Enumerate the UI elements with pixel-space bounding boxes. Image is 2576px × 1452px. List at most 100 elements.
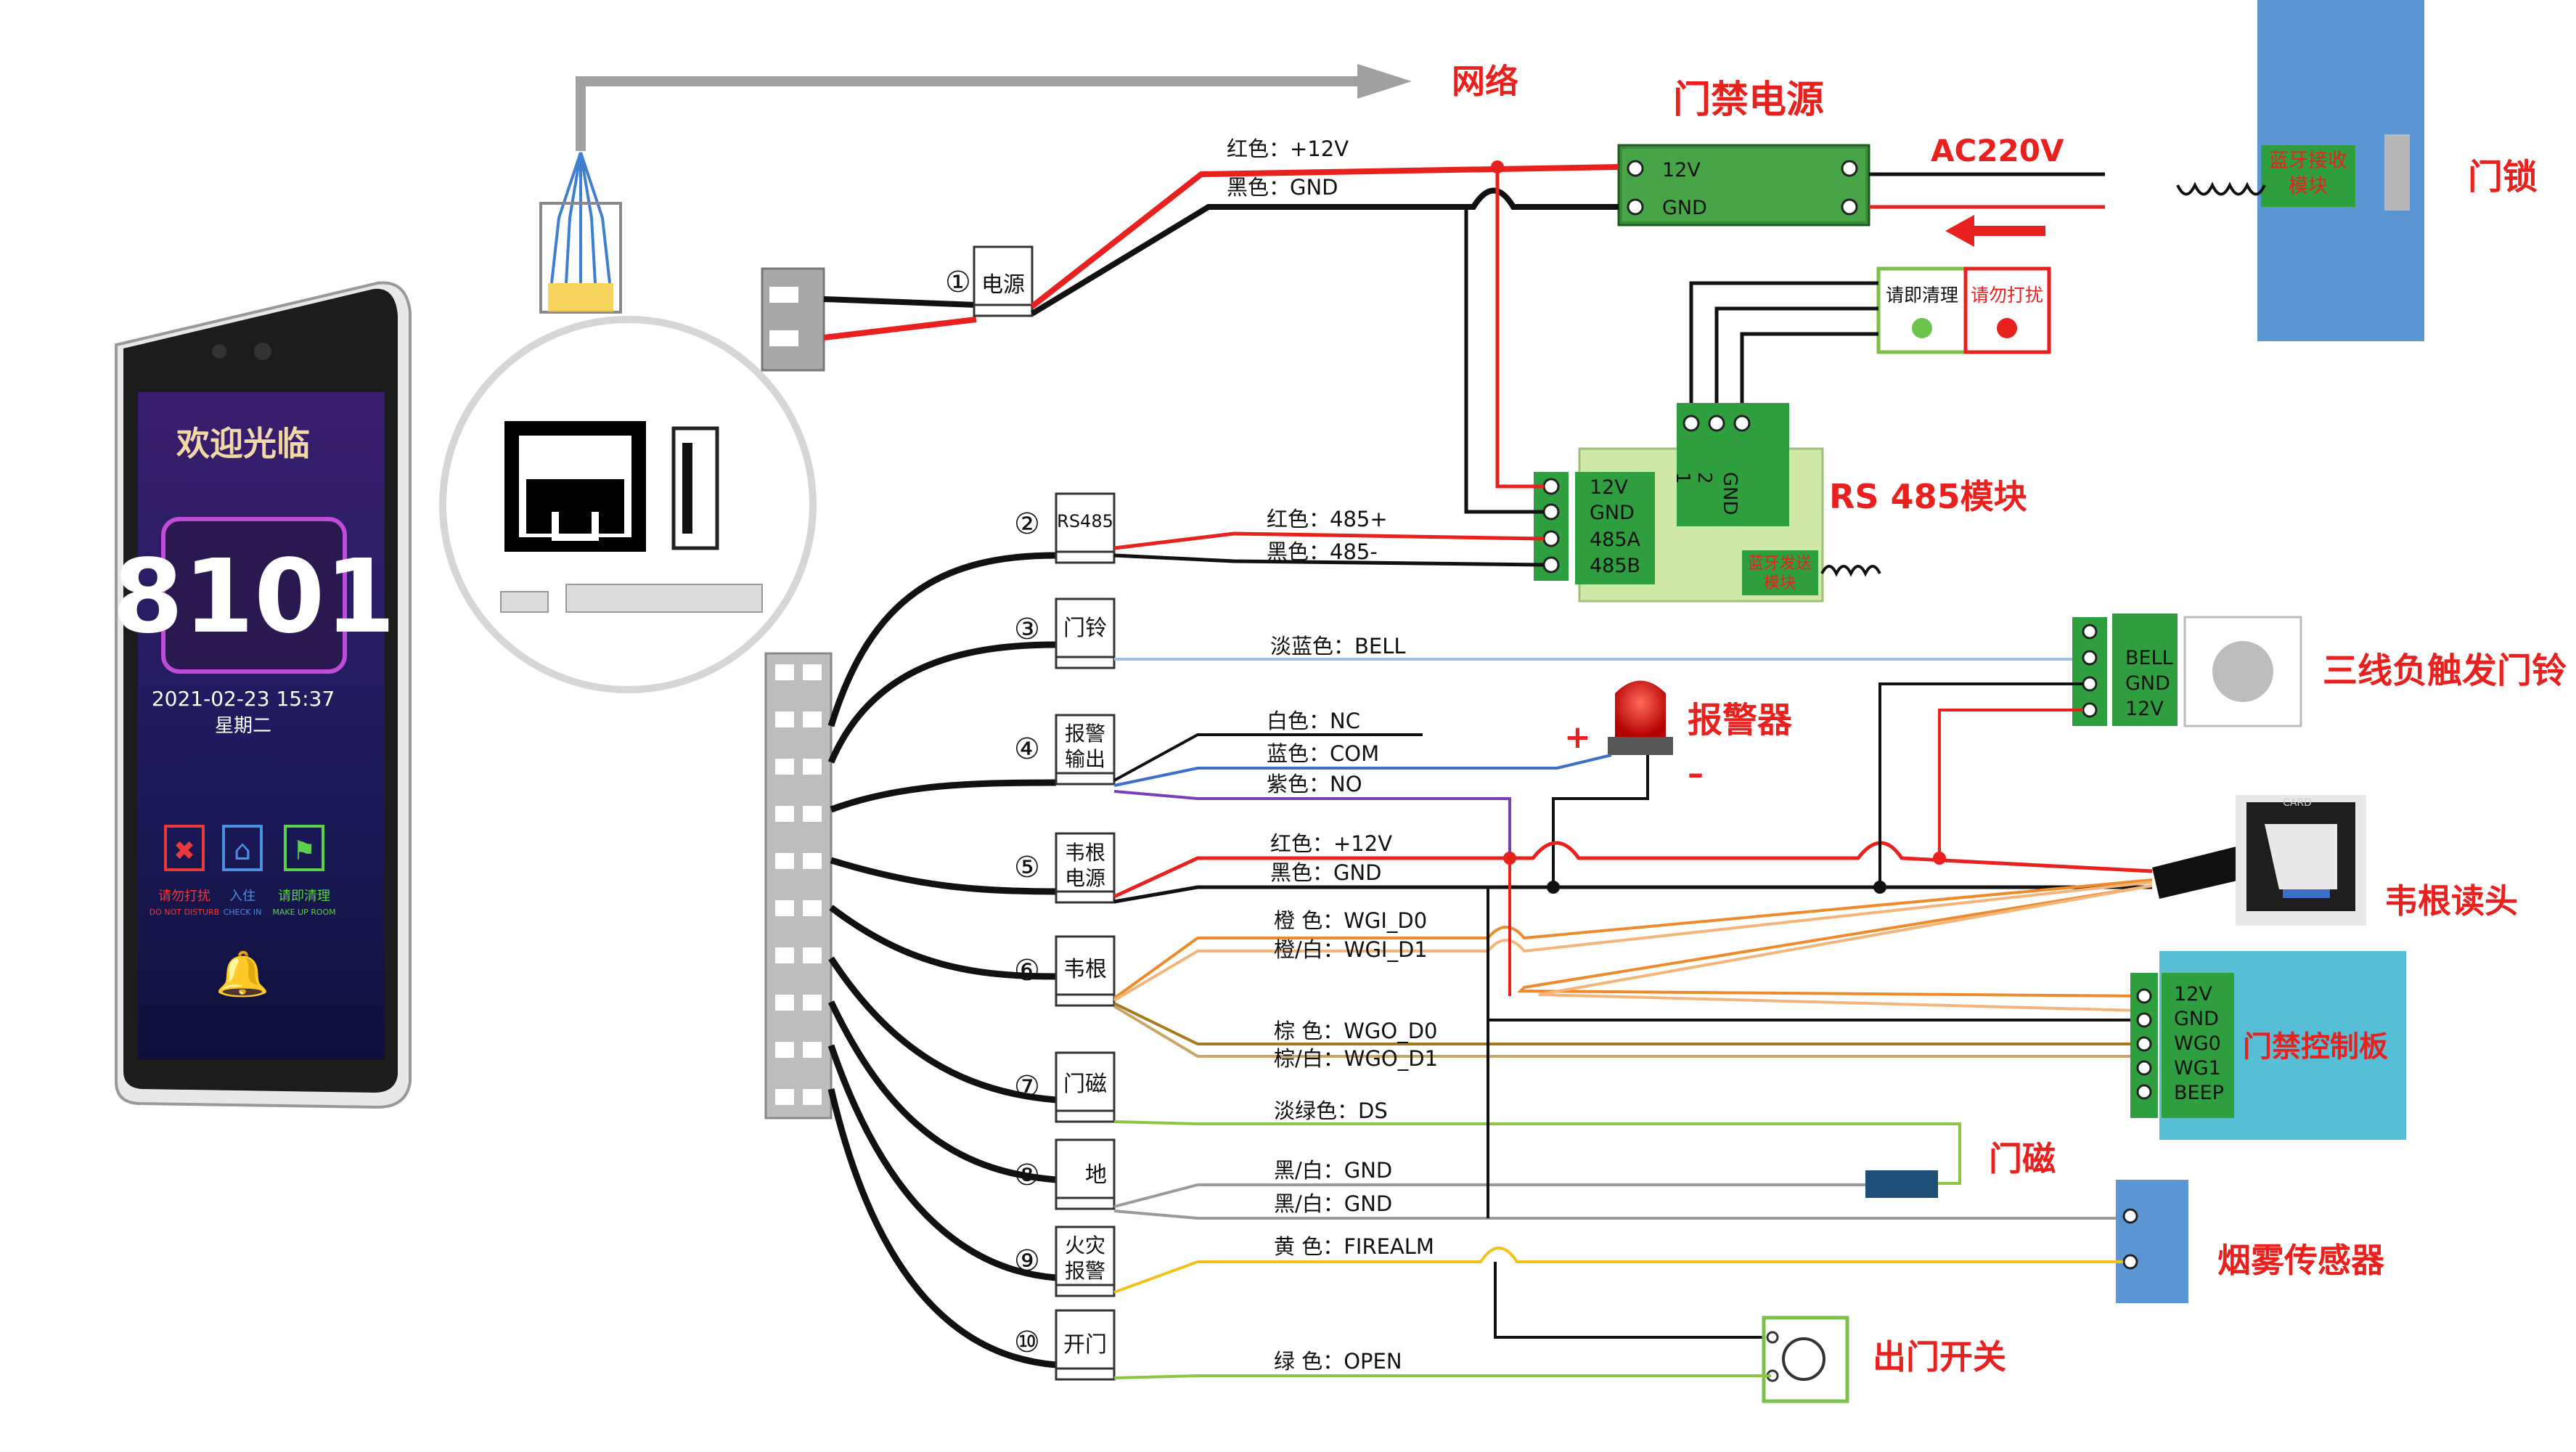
port-1: ① 电源 [945,245,1034,317]
svg-text:输出: 输出 [1065,747,1105,771]
svg-text:报警器: 报警器 [1688,700,1793,741]
dnd-icon: ✖ [173,836,195,866]
svg-text:棕/白：WGO_D1: 棕/白：WGO_D1 [1274,1046,1438,1071]
svg-text:⑥: ⑥ [1014,954,1040,987]
svg-text:红色：485+: 红色：485+ [1267,507,1388,531]
svg-text:黑色：GND: 黑色：GND [1227,175,1338,200]
svg-text:报警: 报警 [1065,722,1105,746]
svg-text:BEEP: BEEP [2174,1082,2224,1104]
strip-harness [827,552,1057,1369]
svg-text:韦根: 韦根 [1065,841,1105,865]
port-2: ② RS485 [1014,492,1116,564]
svg-text:绿 色：OPEN: 绿 色：OPEN [1274,1349,1402,1374]
svg-text:RS 485模块: RS 485模块 [1829,477,2027,516]
svg-text:橙 色：WGI_D0: 橙 色：WGI_D0 [1274,908,1427,933]
power-plug [761,267,825,372]
svg-text:CARD: CARD [2283,797,2312,809]
svg-text:MAKE UP ROOM: MAKE UP ROOM [272,908,335,917]
svg-text:GND: GND [2125,672,2170,695]
svg-text:黑色：485-: 黑色：485- [1267,539,1378,564]
room-number: 8101 [113,538,396,656]
antenna-icon [1820,565,1881,577]
svg-text:开门: 开门 [1063,1332,1107,1358]
datetime: 2021-02-23 15:37 [152,687,335,711]
svg-text:黑色：GND: 黑色：GND [1270,860,1382,885]
svg-text:韦根读头: 韦根读头 [2384,881,2518,921]
svg-text:淡蓝色：BELL: 淡蓝色：BELL [1270,634,1406,658]
terminal-strip [764,652,833,1119]
port-7: ⑦ 门磁 [1014,1051,1116,1123]
svg-text:地: 地 [1085,1162,1107,1188]
port-3: ③ 门铃 [1014,597,1116,669]
svg-text:出门开关: 出门开关 [1873,1337,2006,1376]
svg-text:门禁电源: 门禁电源 [1673,78,1824,122]
port-10: ⑩ 开门 [1014,1309,1116,1381]
svg-text:请即清理: 请即清理 [1886,285,1958,306]
svg-text:2: 2 [1693,472,1715,484]
svg-text:⑩: ⑩ [1014,1326,1040,1359]
port-magnifier [439,316,817,693]
svg-text:门禁控制板: 门禁控制板 [2243,1030,2388,1064]
svg-text:蓝色：COM: 蓝色：COM [1267,741,1379,766]
smoke-sensor: 烟雾传感器 [2116,1180,2385,1303]
svg-text:WG0: WG0 [2174,1032,2221,1055]
svg-text:–: – [1688,755,1704,792]
svg-text:蓝牙发送: 蓝牙发送 [1748,555,1812,573]
dnd-panel: 请即清理 请勿打扰 [1876,266,2051,354]
network-label: 网络 [1452,62,1518,101]
broom-icon: ⚑ [293,836,316,866]
svg-text:紫色：NO: 紫色：NO [1267,772,1362,796]
exit-switch[interactable]: 出门开关 [1762,1316,2006,1403]
svg-text:白色：NC: 白色：NC [1267,709,1360,733]
svg-text:烟雾传感器: 烟雾传感器 [2217,1241,2385,1280]
svg-text:③: ③ [1014,613,1040,646]
weekday: 星期二 [215,715,271,737]
svg-text:橙/白：WGI_D1: 橙/白：WGI_D1 [1274,937,1428,962]
svg-text:⑦: ⑦ [1014,1070,1040,1104]
svg-text:门磁: 门磁 [1989,1139,2056,1178]
screen [138,392,385,1060]
bell-icon: 🔔 [216,949,270,1000]
svg-text:黑/白：GND: 黑/白：GND [1274,1158,1392,1183]
antenna-icon [2176,182,2266,196]
svg-text:黄 色：FIREALM: 黄 色：FIREALM [1274,1234,1434,1259]
room-number-frame [161,517,347,674]
svg-text:12V: 12V [2174,983,2212,1006]
svg-text:火灾: 火灾 [1065,1233,1105,1257]
port-5: ⑤ 韦根 电源 [1014,832,1116,904]
rs485-module: GND 2 1 12V GND 485A 485B 蓝牙发送 模块 RS 485… [1534,403,2027,603]
svg-text:④: ④ [1014,733,1040,766]
svg-text:②: ② [1014,507,1040,541]
arrow-icon [1357,64,1412,99]
dnd-button[interactable]: ✖ 请勿打扰 DO NOT DISTURB [150,825,219,917]
svg-text:12V: 12V [1662,159,1701,182]
doorbell: BELL GND 12V 三线负触发门铃 [2072,613,2567,727]
svg-text:门锁: 门锁 [2468,157,2538,197]
svg-text:WG1: WG1 [2174,1057,2221,1080]
svg-text:蓝牙接收: 蓝牙接收 [2269,150,2347,172]
svg-text:RS485: RS485 [1057,511,1113,531]
svg-text:棕 色：WGO_D0: 棕 色：WGO_D0 [1274,1019,1437,1043]
svg-text:韦根: 韦根 [1063,957,1107,982]
port-6: ⑥ 韦根 [1014,935,1116,1007]
svg-text:请即清理: 请即清理 [278,889,330,904]
svg-text:DO NOT DISTURB: DO NOT DISTURB [150,908,219,917]
svg-text:黑/白：GND: 黑/白：GND [1274,1191,1392,1216]
makeup-button[interactable]: ⚑ 请即清理 MAKE UP ROOM [272,825,336,917]
svg-text:485B: 485B [1590,555,1640,577]
svg-text:⑨: ⑨ [1014,1244,1040,1278]
alarm-siren: 报警器 + – [1564,680,1793,792]
door-power-supply: 门禁电源 12V GND AC220V [1617,78,2064,227]
svg-text:+: + [1564,719,1591,756]
port-8: ⑧ 地 [1014,1138,1116,1210]
svg-text:GND: GND [1719,472,1741,515]
svg-text:①: ① [945,266,971,299]
svg-text:1: 1 [1672,472,1693,484]
svg-text:12V: 12V [1590,476,1628,499]
svg-text:门铃: 门铃 [1063,616,1107,641]
svg-text:⑤: ⑤ [1014,851,1040,884]
bell-button-icon [2208,637,2278,706]
svg-text:模块: 模块 [2289,175,2328,197]
svg-text:GND: GND [1590,502,1635,524]
checkin-button[interactable]: ⌂ 入住 CHECK IN [222,825,263,917]
